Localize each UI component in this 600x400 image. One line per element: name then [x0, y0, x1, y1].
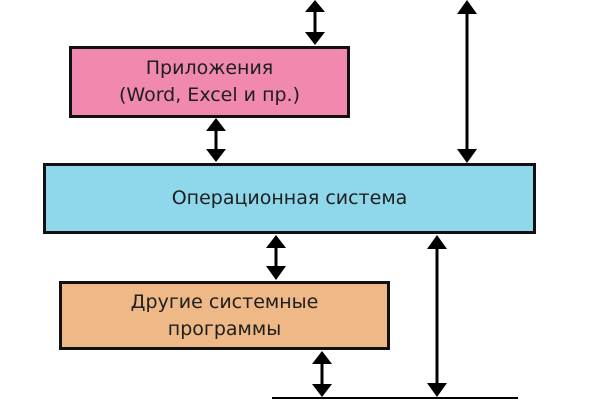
applications-box: Приложения (Word, Excel и пр.) — [69, 46, 350, 118]
os-label: Операционная система — [171, 187, 408, 209]
applications-subtitle: (Word, Excel и пр.) — [118, 84, 301, 106]
arrow-os-bottom — [427, 235, 447, 397]
other-programs-line2: программы — [167, 317, 282, 340]
other-programs-box: Другие системные программы — [59, 281, 390, 350]
arrow-top-applications — [305, 0, 325, 45]
arrow-other-bottom — [312, 351, 332, 397]
arrow-applications-os — [206, 118, 226, 162]
os-box: Операционная система — [43, 163, 536, 234]
other-programs-line1: Другие системные — [130, 290, 319, 313]
applications-title: Приложения — [145, 57, 274, 79]
arrow-top-os — [457, 0, 477, 163]
arrow-os-other — [266, 235, 286, 280]
